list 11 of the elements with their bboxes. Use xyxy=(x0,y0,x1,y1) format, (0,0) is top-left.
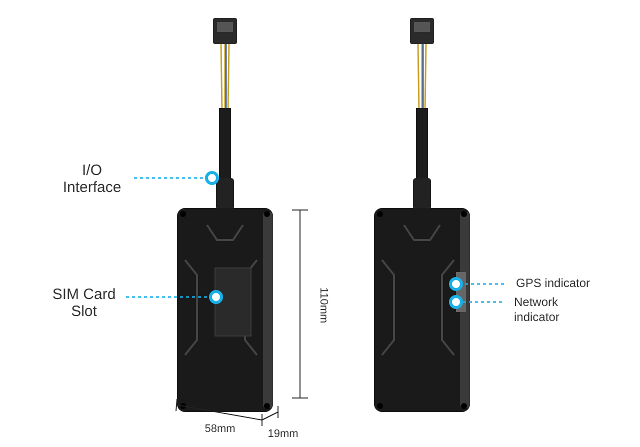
dimension-label: 58mm xyxy=(204,422,236,437)
leader-line xyxy=(126,296,209,298)
dimension-label: 19mm xyxy=(266,427,300,442)
callout-label: Network indicator xyxy=(514,295,560,325)
dimension-label: 110mm xyxy=(316,286,330,326)
callout-label: I/O Interface xyxy=(62,162,122,196)
leader-line xyxy=(463,301,502,303)
leader-line xyxy=(463,283,504,285)
callout-label: GPS indicator xyxy=(516,276,592,291)
leader-line xyxy=(134,177,205,179)
callout-label: SIM Card Slot xyxy=(51,286,117,320)
